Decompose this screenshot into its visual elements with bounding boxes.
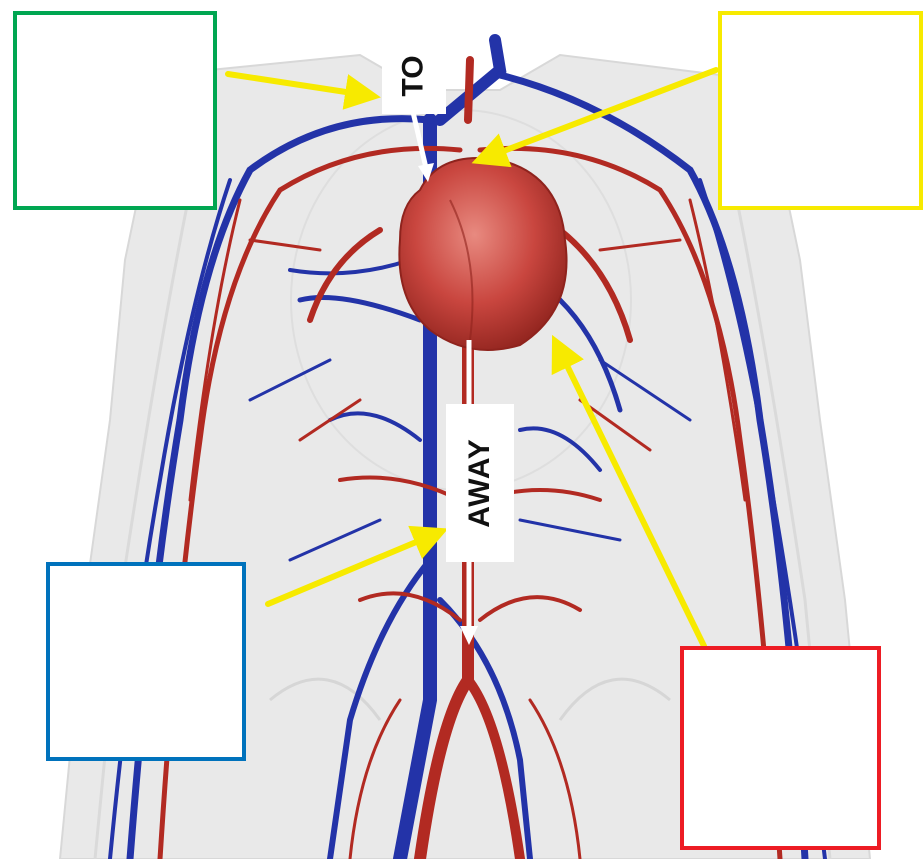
to-label: TO xyxy=(382,38,446,114)
away-label-text: AWAY xyxy=(463,438,497,528)
away-label: AWAY xyxy=(446,404,514,562)
answer-box-green[interactable] xyxy=(13,11,217,210)
answer-box-yellow[interactable] xyxy=(718,11,923,210)
heart-icon xyxy=(399,158,566,350)
to-label-text: TO xyxy=(397,55,431,96)
answer-box-blue[interactable] xyxy=(46,562,246,761)
answer-box-red[interactable] xyxy=(680,646,881,850)
